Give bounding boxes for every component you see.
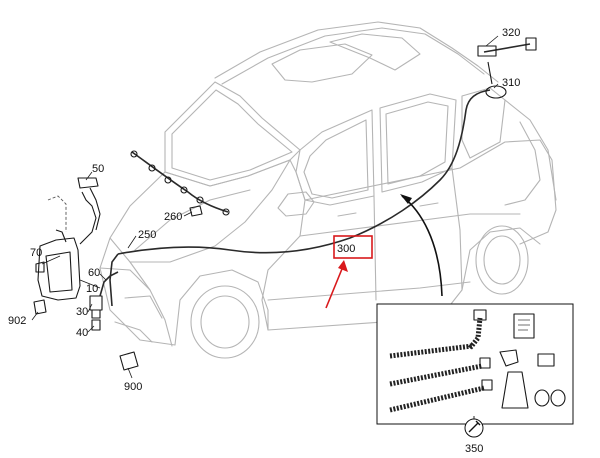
connector-260 [189,205,203,217]
hose-clip [222,208,230,216]
filler-cap [77,177,99,189]
kit-350-box [376,303,574,425]
roof-nozzle-body [477,45,497,57]
hose-clip [180,186,188,194]
bracket-900 [119,351,139,371]
part-labels: 320 310 50 260 250 300 70 60 10 30 40 90… [8,27,520,455]
part-label-902[interactable]: 902 [8,315,26,327]
part-label-320[interactable]: 320 [502,27,520,39]
part-label-40[interactable]: 40 [76,327,88,339]
hose-clip [164,176,172,184]
part-label-30[interactable]: 30 [76,306,88,318]
kit-wrench-icon [464,416,484,438]
instruction-sheet [513,313,535,339]
leader-lines [31,35,499,379]
highlight-300 [325,235,373,309]
o-ring [534,389,550,407]
part-label-70[interactable]: 70 [30,247,42,259]
part-label-10[interactable]: 10 [86,283,98,295]
pump-grommet [91,319,101,331]
part-label-300[interactable]: 300 [337,243,355,255]
connector [537,353,555,367]
part-label-60[interactable]: 60 [88,267,100,279]
part-label-260[interactable]: 260 [164,211,182,223]
part-label-310[interactable]: 310 [502,77,520,89]
highlight-box [333,235,373,259]
washer-pump [89,295,103,311]
part-label-900[interactable]: 900 [124,381,142,393]
corrugated-hose [389,309,487,359]
kit-frame [376,303,574,425]
hose-clip [130,150,138,158]
corrugated-hose [389,379,493,413]
hose-clip [196,196,204,204]
hose-clip [148,164,156,172]
seal-tube [501,371,529,409]
corrugated-hose [389,357,491,387]
o-ring [550,389,566,407]
part-label-50[interactable]: 50 [92,163,104,175]
washer-hose-routing [109,37,537,307]
hose-clip [499,349,519,367]
level-sensor [35,261,45,273]
washer-reservoir-assembly [33,177,203,371]
hose-connector [525,37,537,51]
bracket-902 [33,299,47,315]
part-label-250[interactable]: 250 [138,229,156,241]
part-label-350[interactable]: 350 [465,443,483,455]
